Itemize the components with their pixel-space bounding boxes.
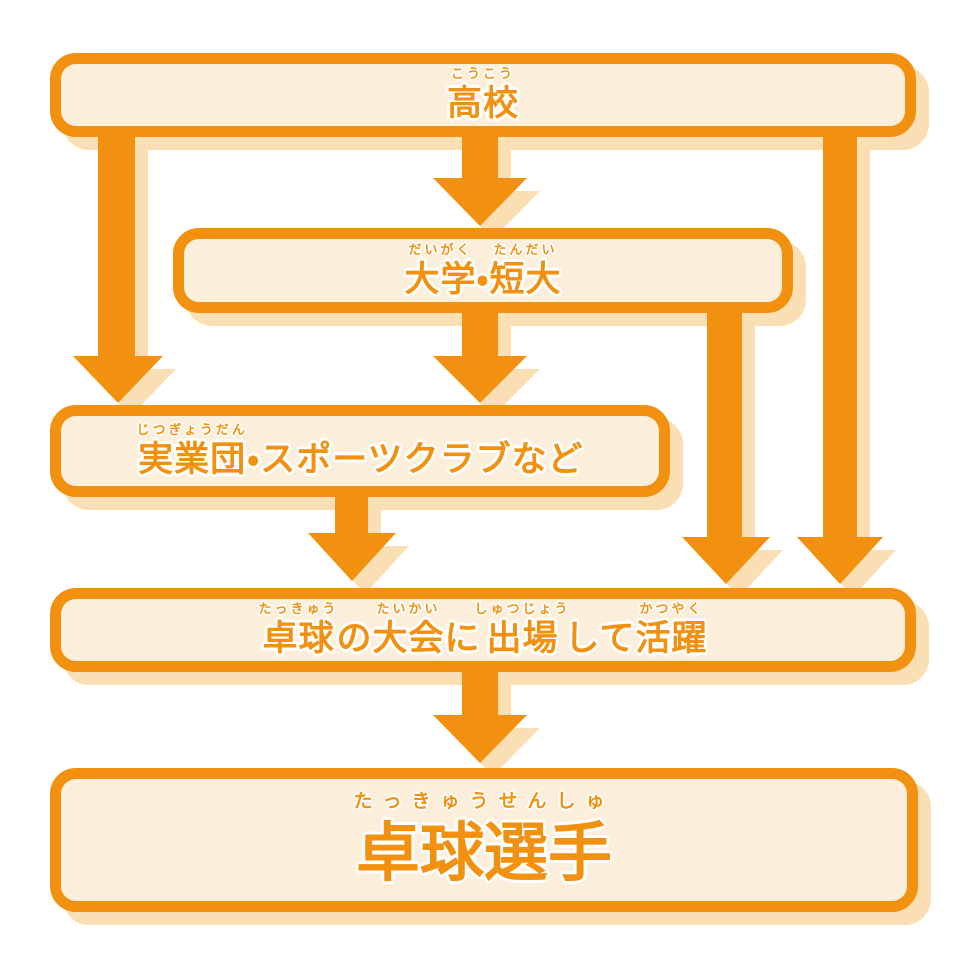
arrow-shaft bbox=[707, 305, 742, 539]
arrow-head-icon bbox=[73, 356, 163, 403]
arrow-shaft bbox=[462, 305, 498, 358]
arrow-shaft bbox=[335, 490, 368, 535]
arrow-head-icon bbox=[682, 537, 770, 584]
box-table-tennis-player: 卓球選手たっきゅうせんしゅ bbox=[50, 768, 918, 912]
box-highschool-label: 高校こうこう bbox=[446, 66, 519, 124]
arrow-head-icon bbox=[308, 533, 396, 581]
box-tournament: 卓球たっきゅうの大会たいかいに出場しゅつじょうして活躍かつやく bbox=[50, 588, 916, 672]
arrow-shaft bbox=[462, 130, 498, 180]
arrow-head-icon bbox=[433, 356, 527, 403]
box-university: 大学だいがく・短大たんだい bbox=[173, 228, 793, 313]
arrow-shaft bbox=[98, 130, 135, 358]
box-corporate-team: 実業団じつぎょうだん・スポーツクラブなど bbox=[50, 405, 670, 497]
box-corporate-team-label: 実業団じつぎょうだん・スポーツクラブなど bbox=[136, 422, 584, 480]
arrow-head-icon bbox=[797, 537, 883, 584]
box-highschool: 高校こうこう bbox=[50, 53, 916, 137]
box-university-label: 大学だいがく・短大たんだい bbox=[404, 241, 562, 299]
arrow-shaft bbox=[462, 665, 498, 717]
arrow-head-icon bbox=[433, 178, 527, 226]
arrow-head-icon bbox=[433, 715, 527, 763]
box-table-tennis-player-label: 卓球選手たっきゅうせんしゅ bbox=[353, 791, 615, 890]
box-tournament-label: 卓球たっきゅうの大会たいかいに出場しゅつじょうして活躍かつやく bbox=[258, 601, 708, 659]
arrow-shaft bbox=[823, 130, 857, 539]
